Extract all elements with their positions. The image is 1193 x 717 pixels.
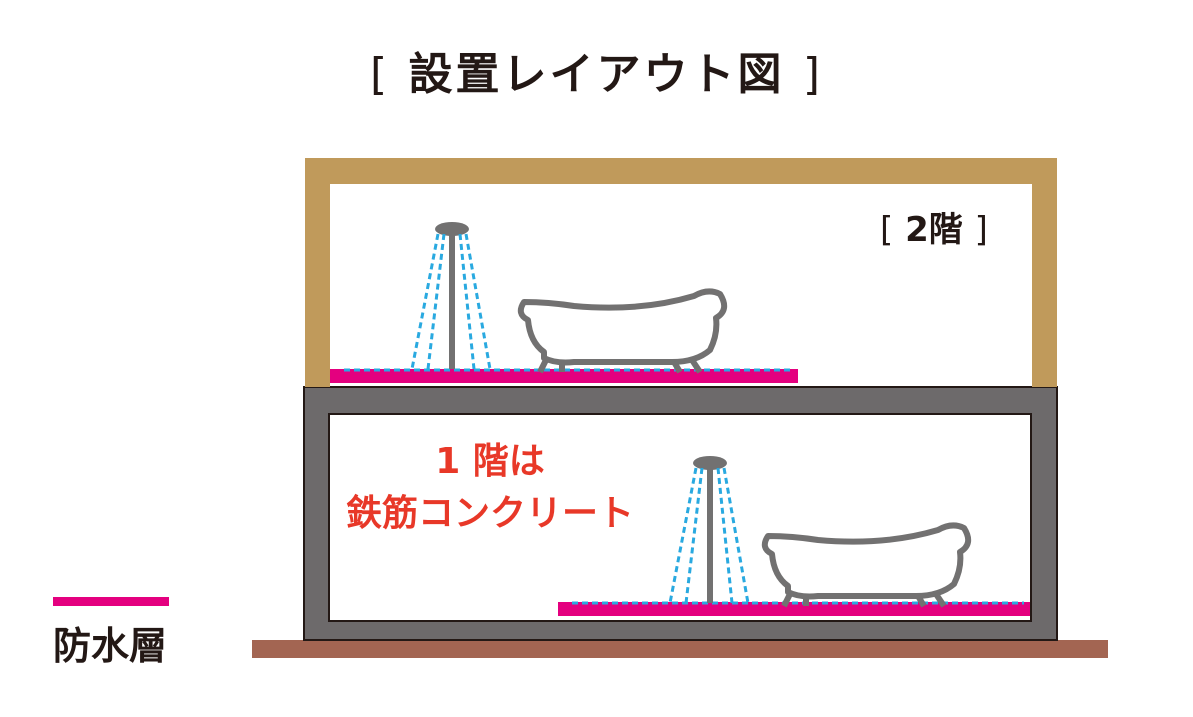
floor2-label-text: 2階 <box>905 210 963 250</box>
floor1-annotation-line1: 1 階は <box>435 441 545 482</box>
foundation-slab <box>252 640 1108 658</box>
legend-waterproof-label: 防水層 <box>53 624 168 668</box>
floor1-annotation-line2: 鉄筋コンクリート <box>345 493 634 534</box>
title-bracket-open: [ <box>370 49 391 100</box>
shower-head-icon <box>668 456 750 604</box>
floor1-waterproof-layer <box>558 602 1030 616</box>
shower-head-icon <box>410 222 492 370</box>
diagram-title: [ 設置レイアウト図 ] <box>0 38 1193 102</box>
title-bracket-close: ] <box>802 49 823 100</box>
floor2-label: [ 2階 ] <box>880 202 988 251</box>
bathtub-icon <box>761 522 972 608</box>
floor2-wood-frame <box>305 158 1057 387</box>
floor2-bracket-open: [ <box>880 210 894 250</box>
bathtub-icon <box>517 288 728 374</box>
floor2-waterproof-layer <box>330 369 798 383</box>
legend-waterproof-swatch <box>53 597 169 606</box>
floor2-bracket-close: ] <box>974 210 988 250</box>
floor1-annotation: 1 階は 鉄筋コンクリート <box>330 436 650 540</box>
title-text: 設置レイアウト図 <box>408 49 785 100</box>
